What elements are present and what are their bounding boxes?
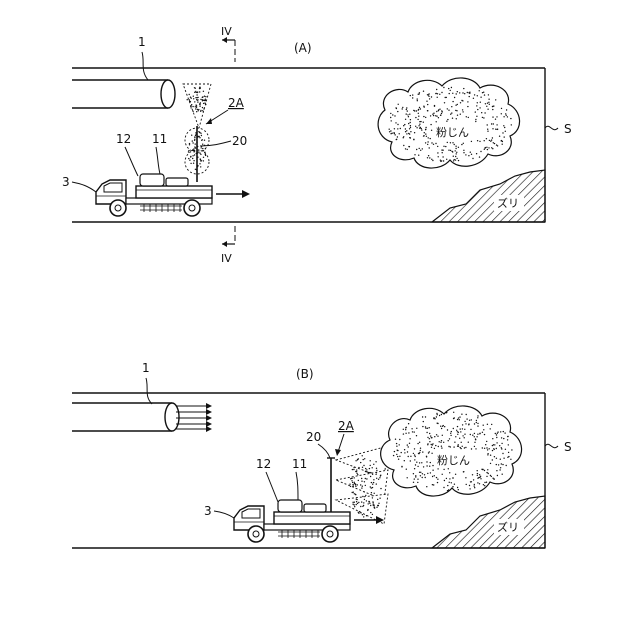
duct-ref-b: 1 — [142, 361, 150, 375]
tank-leader-b — [296, 472, 298, 500]
truck-leader-a — [72, 182, 96, 192]
sprayer-leader-arrow-a — [206, 118, 212, 124]
panel-b: (B) 1 — [72, 361, 572, 548]
space-ref-a: S — [564, 122, 572, 136]
dust-label-b: 粉じん — [437, 454, 470, 467]
sprayer-leader-arrow-b — [335, 449, 341, 456]
dust-cloud-a — [378, 78, 519, 168]
duct-leader-b — [146, 378, 152, 404]
section-mark-top — [222, 37, 235, 62]
pump-ref-a: 12 — [116, 132, 131, 146]
muck-label-b: ズリ — [497, 520, 519, 534]
panel-a-label: (A) — [294, 41, 312, 55]
duct-leader-a — [142, 52, 148, 80]
nozzle-leader-b — [318, 444, 330, 458]
muck-pile-a — [432, 170, 545, 222]
space-leader-a — [545, 126, 558, 129]
nozzle-ref-a: 20 — [232, 134, 247, 148]
space-leader-b — [545, 444, 558, 447]
truck-b — [234, 500, 350, 542]
pump-leader-a — [125, 147, 138, 176]
space-ref-b: S — [564, 440, 572, 454]
section-mark-top-label: IV — [221, 25, 232, 38]
dust-label-a: 粉じん — [436, 126, 469, 139]
tank-ref-a: 11 — [152, 132, 167, 146]
tank-ref-b: 11 — [292, 457, 307, 471]
muck-label-a: ズリ — [497, 196, 519, 210]
sprayer-leader-b — [338, 434, 344, 452]
section-mark-bottom — [222, 226, 235, 247]
panel-b-label: (B) — [296, 367, 314, 381]
section-mark-bottom-label: IV — [221, 252, 232, 265]
sprayer-ref-b: 2A — [338, 419, 355, 433]
tank-leader-a — [156, 147, 160, 174]
dust-cloud-b — [381, 406, 522, 496]
panel-a: (A) 1 IV IV — [62, 25, 572, 265]
truck-a — [96, 174, 212, 216]
ventilation-duct-a — [72, 80, 175, 108]
truck-ref-b: 3 — [204, 504, 212, 518]
truck-leader-b — [214, 511, 234, 518]
pump-leader-b — [266, 472, 278, 502]
nozzle-ref-b: 20 — [306, 430, 321, 444]
ventilation-duct-b — [72, 403, 212, 432]
duct-ref-a: 1 — [138, 35, 146, 49]
pump-ref-b: 12 — [256, 457, 271, 471]
sprayer-ref-a: 2A — [228, 96, 245, 110]
muck-pile-b — [432, 496, 545, 548]
motion-arrowhead-a — [242, 190, 250, 198]
truck-ref-a: 3 — [62, 175, 70, 189]
spray-cone-up-a — [183, 84, 211, 128]
